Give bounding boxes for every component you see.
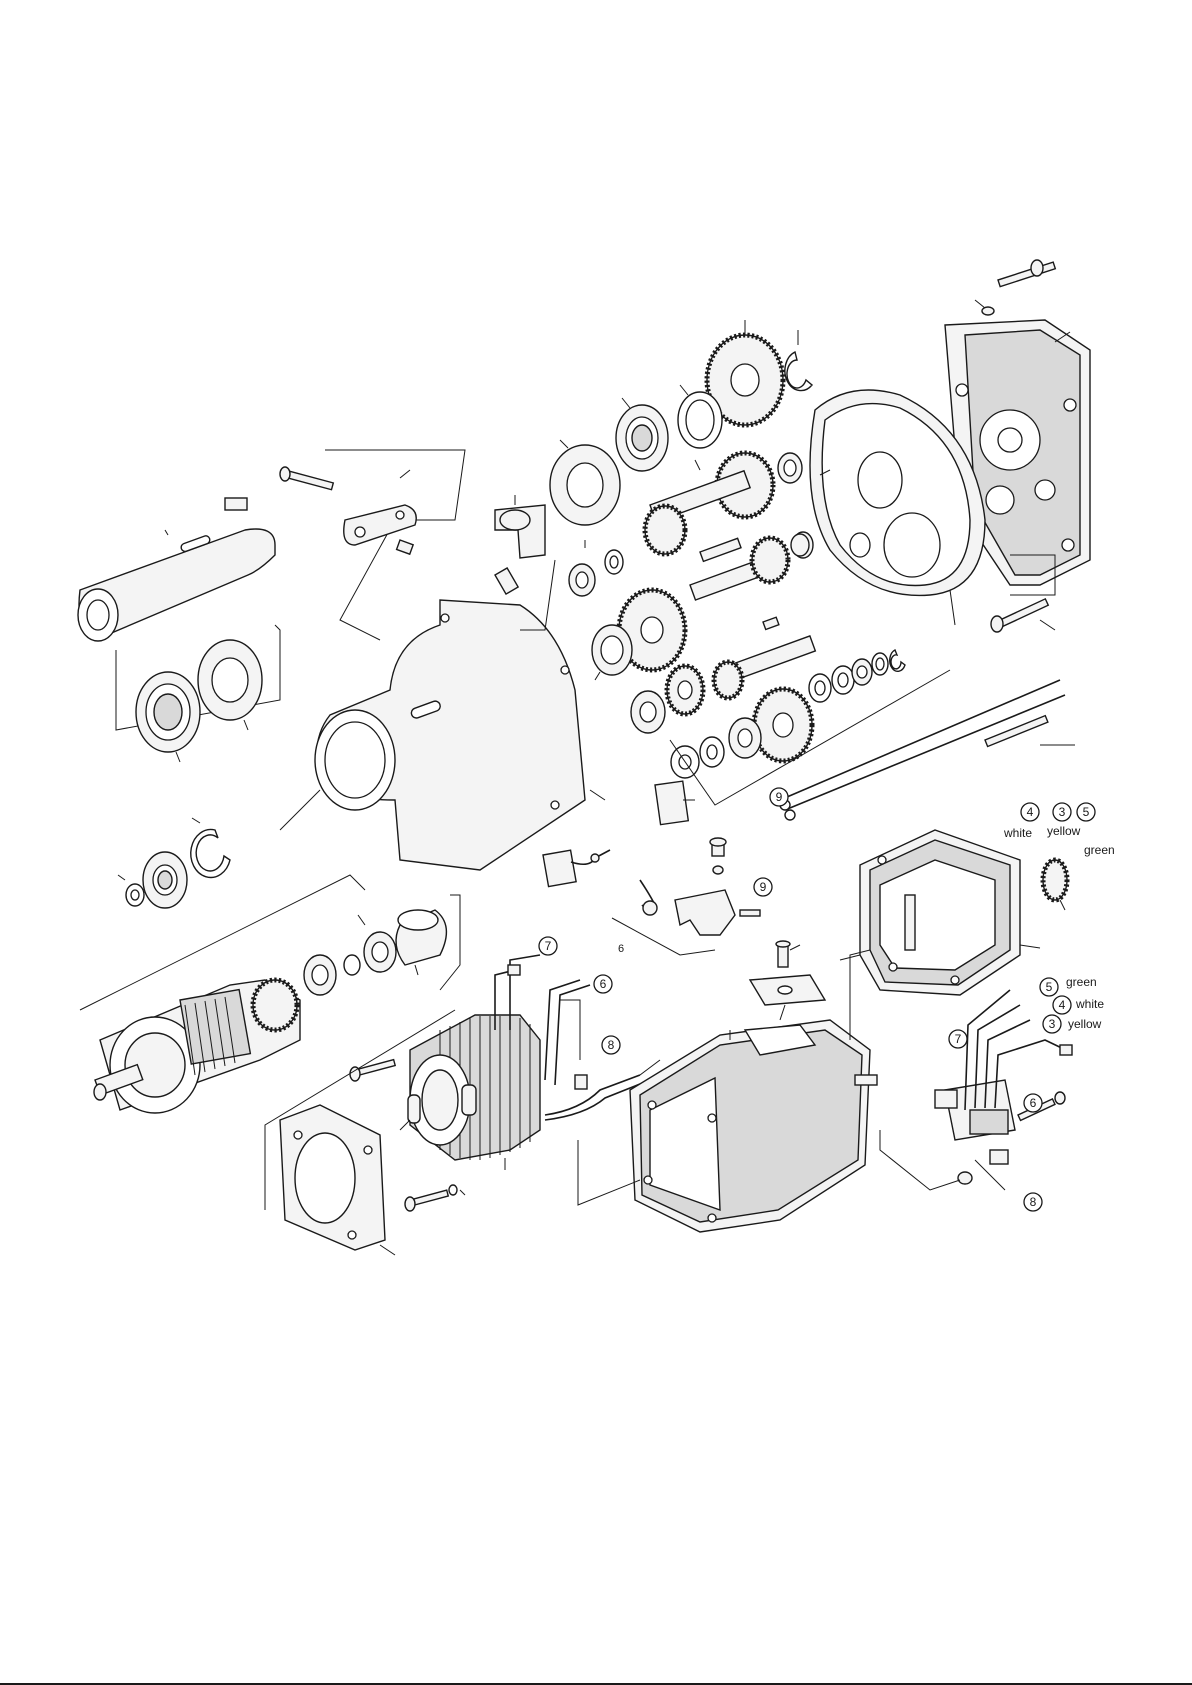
svg-text:3: 3 (1059, 805, 1066, 819)
callout-6-terminal: 6 (1024, 1094, 1042, 1112)
svg-text:7: 7 (955, 1032, 962, 1046)
wire-label-white-right: white (1075, 997, 1104, 1011)
spindle-seal (198, 640, 262, 730)
circlip-top (785, 330, 812, 391)
carbon-brush-right (655, 781, 695, 825)
callout-7-stator: 7 (539, 937, 557, 955)
svg-text:4: 4 (1027, 805, 1034, 819)
wire-label-green-right: green (1066, 975, 1097, 989)
callout-7-terminal: 7 (949, 1030, 967, 1048)
seal-ring (550, 440, 620, 525)
motor-body-lower (578, 1020, 877, 1232)
bearing-sleeve (396, 895, 460, 990)
spindle-bearing (136, 672, 200, 762)
callout-5-green-top: 5 (1077, 803, 1095, 821)
armature-circlip-front (191, 818, 230, 877)
wire-label-white-top: white (1003, 826, 1032, 840)
pin-center (495, 568, 518, 594)
key-and-pinion-shaft (690, 534, 809, 600)
armature-bearing-front (143, 852, 187, 908)
armature-rear-bearing (304, 915, 396, 995)
washer-stack-right (809, 650, 905, 702)
switch-number-label: 6 (618, 943, 624, 955)
svg-text:9: 9 (776, 790, 783, 804)
stator-screw-lower (405, 1185, 465, 1211)
small-washers-left (569, 540, 623, 596)
callout-5-green-right: 5 (1040, 978, 1058, 996)
callout-4-white-top: 4 (1021, 803, 1039, 821)
armature (94, 980, 300, 1113)
callout-8-stator: 8 (602, 1036, 620, 1054)
ball-bearing-top (616, 398, 668, 471)
callout-3-yellow-right: 3 (1043, 1015, 1061, 1033)
svg-text:6: 6 (600, 977, 607, 991)
callout-6-stator: 6 (594, 975, 612, 993)
brush-spring (640, 880, 657, 915)
wire-label-green-top: green (1084, 843, 1115, 857)
svg-text:5: 5 (1046, 980, 1053, 994)
callout-9-bracket: 9 (754, 878, 772, 896)
wire-label-yellow-right: yellow (1068, 1017, 1102, 1031)
brush-holder-bracket (675, 838, 760, 935)
callout-8-terminal: 8 (1024, 1193, 1042, 1211)
svg-text:3: 3 (1049, 1017, 1056, 1031)
bolt-top-center (280, 467, 410, 490)
carbon-brush-left (543, 850, 610, 887)
ball-bearing-middle (592, 625, 632, 680)
svg-text:5: 5 (1083, 805, 1090, 819)
output-shaft-gears (714, 617, 815, 698)
stator-field (400, 1015, 540, 1170)
end-guard-plate (280, 1105, 395, 1255)
gear-lower-left (631, 666, 703, 733)
svg-text:8: 8 (1030, 1195, 1037, 1209)
wire-label-yellow-top: yellow (1047, 824, 1081, 838)
callout-9-rods: 9 (770, 788, 788, 806)
svg-text:4: 4 (1059, 998, 1066, 1012)
switch-cover-plate (750, 941, 825, 1020)
clip-bracket (495, 495, 545, 558)
gear-shaft-upper (645, 453, 773, 554)
output-spindle (78, 498, 275, 641)
gearbox-housing (280, 600, 605, 870)
svg-text:8: 8 (608, 1038, 615, 1052)
long-screw-top (975, 260, 1055, 315)
armature-washer-front (118, 875, 144, 906)
svg-text:7: 7 (545, 939, 552, 953)
callout-4-white-right: 4 (1053, 996, 1071, 1014)
motor-housing-shell (840, 830, 1040, 995)
stator-screw-upper (350, 1060, 395, 1081)
svg-text:9: 9 (760, 880, 767, 894)
svg-text:6: 6 (1030, 1096, 1037, 1110)
switch-terminal-block (880, 990, 1072, 1190)
callout-3-yellow-top: 3 (1053, 803, 1071, 821)
rotor-connector-small (1043, 860, 1067, 910)
